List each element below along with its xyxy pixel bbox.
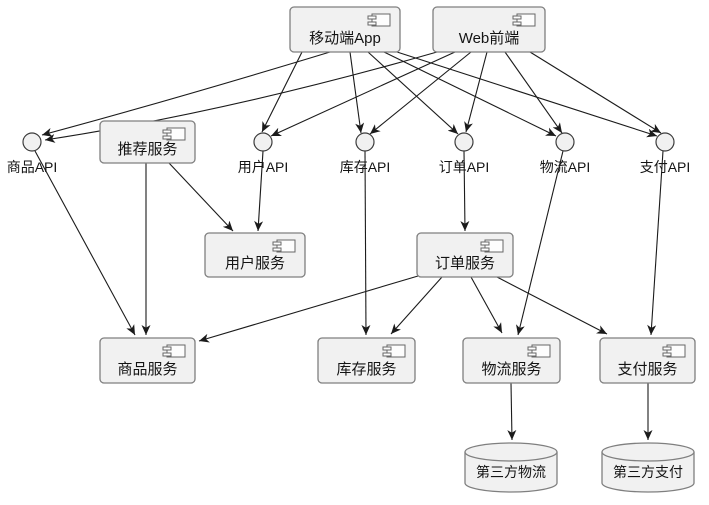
interface-circle (555, 132, 575, 152)
edge-web-frontend-to-user-api (270, 51, 456, 137)
interface-label: 库存API (340, 159, 391, 175)
component-label: 用户服务 (225, 255, 285, 272)
database-third-party-payment: 第三方支付 (601, 442, 695, 493)
component-label: 支付服务 (617, 361, 677, 378)
edge-mobile-app-to-logistics-api (383, 51, 557, 137)
interface-user-api: 用户API (238, 132, 289, 175)
component-label: 移动端App (309, 30, 381, 47)
edge-order-service-to-payment-service (496, 276, 608, 335)
database-top (464, 442, 558, 462)
interface-circle (355, 132, 375, 152)
component-logistics-service: 物流服务 (462, 337, 561, 384)
edges-layer (34, 51, 664, 441)
edge-mobile-app-to-product-api (41, 51, 331, 137)
edge-logistics-api-to-logistics-service (516, 150, 564, 336)
component-icon (272, 239, 296, 253)
edge-payment-api-to-payment-service (647, 150, 664, 336)
edge-product-api-to-product-service (34, 150, 136, 336)
component-mobile-app: 移动端App (289, 6, 401, 53)
interface-label: 物流API (540, 159, 591, 175)
edge-web-frontend-to-payment-api (529, 51, 662, 134)
database-third-party-logistics: 第三方物流 (464, 442, 558, 493)
component-icon (162, 344, 186, 358)
component-label: 物流服务 (481, 361, 541, 378)
interface-payment-api: 支付API (640, 132, 691, 175)
component-web-frontend: Web前端 (432, 6, 546, 53)
edge-order-service-to-product-service (198, 275, 419, 343)
interface-circle (253, 132, 273, 152)
interface-circle (655, 132, 675, 152)
database-body (464, 452, 558, 493)
component-icon (527, 344, 551, 358)
edge-web-frontend-to-logistics-api (504, 51, 563, 134)
edge-web-frontend-to-inventory-api (369, 51, 472, 135)
interface-label: 订单API (439, 159, 490, 175)
edge-mobile-app-to-inventory-api (349, 51, 365, 134)
component-recommend-service: 推荐服务 (99, 120, 196, 164)
edge-inventory-api-to-inventory-service (361, 150, 371, 336)
component-label: 库存服务 (336, 361, 396, 378)
database-body (601, 452, 695, 493)
component-icon (512, 13, 536, 27)
component-user-service: 用户服务 (204, 232, 306, 278)
interface-order-api: 订单API (439, 132, 490, 175)
interface-label: 商品API (7, 159, 58, 175)
interface-circle (22, 132, 42, 152)
database-label: 第三方物流 (476, 464, 546, 480)
edge-recommend-service-to-user-service (168, 162, 234, 232)
interface-label: 支付API (640, 159, 691, 175)
database-top (601, 442, 695, 462)
component-label: 商品服务 (117, 361, 177, 378)
component-icon (662, 344, 686, 358)
component-icon (382, 344, 406, 358)
edge-logistics-service-to-third-party-logistics (507, 382, 517, 441)
edge-order-service-to-inventory-service (390, 276, 443, 335)
component-icon (162, 127, 186, 141)
edge-mobile-app-to-user-api (261, 51, 303, 133)
interface-inventory-api: 库存API (340, 132, 391, 175)
edge-web-frontend-to-product-api (44, 51, 438, 143)
component-label: 订单服务 (435, 255, 495, 272)
edge-mobile-app-to-order-api (367, 51, 459, 135)
interface-circle (454, 132, 474, 152)
component-inventory-service: 库存服务 (317, 337, 416, 384)
component-order-service: 订单服务 (416, 232, 514, 278)
database-label: 第三方支付 (613, 464, 683, 480)
interface-label: 用户API (238, 159, 289, 175)
edge-web-frontend-to-order-api (464, 51, 488, 133)
edge-user-api-to-user-service (254, 150, 264, 232)
edge-order-api-to-order-service (460, 150, 470, 232)
interface-product-api: 商品API (7, 132, 58, 175)
edge-order-service-to-logistics-service (470, 276, 503, 334)
component-label: 推荐服务 (117, 141, 177, 158)
component-label: Web前端 (459, 30, 520, 47)
edge-mobile-app-to-payment-api (396, 51, 658, 138)
component-product-service: 商品服务 (99, 337, 196, 384)
component-icon (480, 239, 504, 253)
interface-logistics-api: 物流API (540, 132, 591, 175)
component-icon (367, 13, 391, 27)
component-payment-service: 支付服务 (599, 337, 696, 384)
